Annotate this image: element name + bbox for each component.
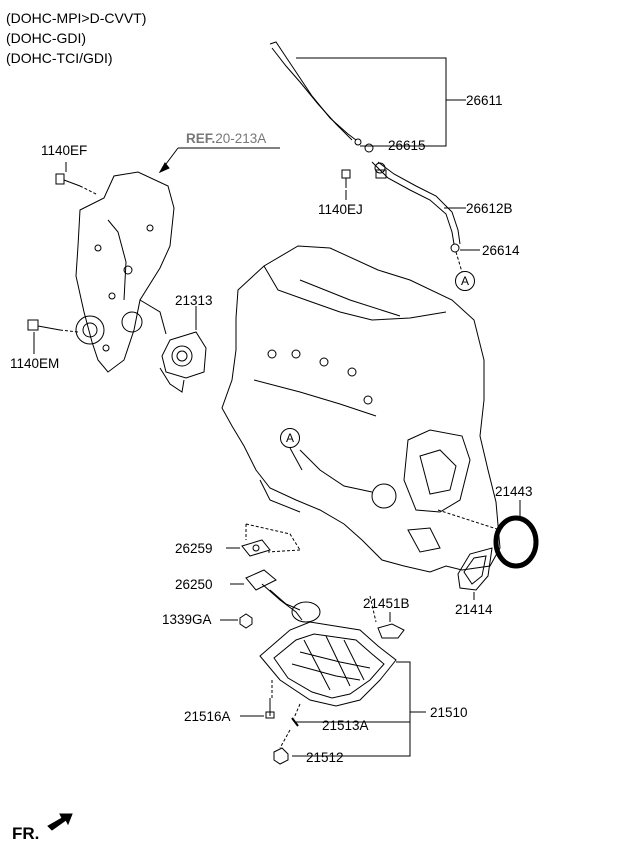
front-label: FR.	[12, 824, 40, 843]
part-label-21512[interactable]: 21512	[306, 750, 344, 765]
part-label-21510[interactable]: 21510	[430, 705, 468, 720]
rear-oil-seal-21443[interactable]	[493, 515, 539, 569]
part-label-26614[interactable]: 26614	[482, 243, 520, 258]
part-label-1339GA[interactable]: 1339GA	[162, 612, 212, 627]
oring-26615[interactable]	[364, 143, 374, 153]
leader-21510	[292, 661, 411, 757]
bolt-1140EM[interactable]	[27, 319, 79, 333]
reference-code: 20-213A	[215, 131, 267, 146]
leader-A-top	[455, 251, 463, 273]
engine-variant-2: (DOHC-GDI)	[6, 30, 87, 46]
part-label-21451B[interactable]: 21451B	[363, 596, 410, 611]
gasket-21513A[interactable]	[291, 717, 299, 727]
engine-block[interactable]	[221, 245, 501, 573]
nut-1339GA[interactable]	[239, 613, 253, 629]
sensor-21451B[interactable]	[377, 623, 405, 639]
part-label-21513A[interactable]: 21513A	[322, 718, 369, 733]
reference-prefix: REF.	[186, 131, 216, 146]
oil-pan-21510[interactable]	[259, 621, 397, 707]
front-direction-arrow-icon	[47, 813, 73, 831]
guide-21512	[279, 729, 291, 749]
oring-26614[interactable]	[450, 243, 460, 253]
oil-strainer-26250[interactable]	[245, 569, 321, 623]
part-label-26250[interactable]: 26250	[175, 577, 213, 592]
oil-level-gauge[interactable]	[269, 41, 362, 146]
part-label-21414[interactable]: 21414	[455, 602, 493, 617]
connector-marker-a-engine[interactable]: A	[280, 428, 300, 448]
part-label-21313[interactable]: 21313	[175, 293, 213, 308]
ref-arrowhead	[158, 162, 170, 174]
connector-marker-a-top[interactable]: A	[455, 271, 475, 291]
seal-guide-21443	[437, 509, 501, 531]
part-label-1140EJ[interactable]: 1140EJ	[318, 202, 363, 217]
part-label-26615[interactable]: 26615	[388, 138, 426, 153]
bolt-1140EF[interactable]	[55, 173, 97, 195]
leader-ref	[159, 147, 280, 173]
part-label-26259[interactable]: 26259	[175, 541, 213, 556]
leader-26611	[296, 57, 447, 147]
timing-chain-cover[interactable]	[75, 171, 175, 373]
bolt-1140EJ[interactable]	[341, 169, 351, 188]
part-label-1140EM[interactable]: 1140EM	[10, 356, 60, 371]
oil-seal-21313[interactable]	[159, 331, 207, 393]
leader-A-engine	[289, 447, 303, 471]
part-label-26611[interactable]: 26611	[466, 93, 503, 108]
guide-21513A	[293, 703, 301, 719]
gasket-26259[interactable]	[241, 539, 271, 557]
engine-variant-3: (DOHC-TCI/GDI)	[6, 50, 113, 66]
engine-variant-1: (DOHC-MPI>D-CVVT)	[6, 10, 147, 26]
drain-plug-21512[interactable]	[273, 747, 289, 765]
part-label-26612B[interactable]: 26612B	[466, 201, 513, 216]
part-label-1140EF[interactable]: 1140EF	[41, 143, 88, 158]
cover-21414[interactable]	[457, 547, 493, 591]
guide-26259	[245, 523, 301, 553]
part-label-21443[interactable]: 21443	[495, 484, 533, 499]
guide-21451B	[369, 595, 377, 623]
reference-link[interactable]: REF.20-213A	[186, 131, 266, 146]
level-gauge-guide-tube[interactable]	[371, 161, 461, 245]
bolt-21516A[interactable]	[265, 698, 275, 719]
part-label-21516A[interactable]: 21516A	[184, 709, 231, 724]
